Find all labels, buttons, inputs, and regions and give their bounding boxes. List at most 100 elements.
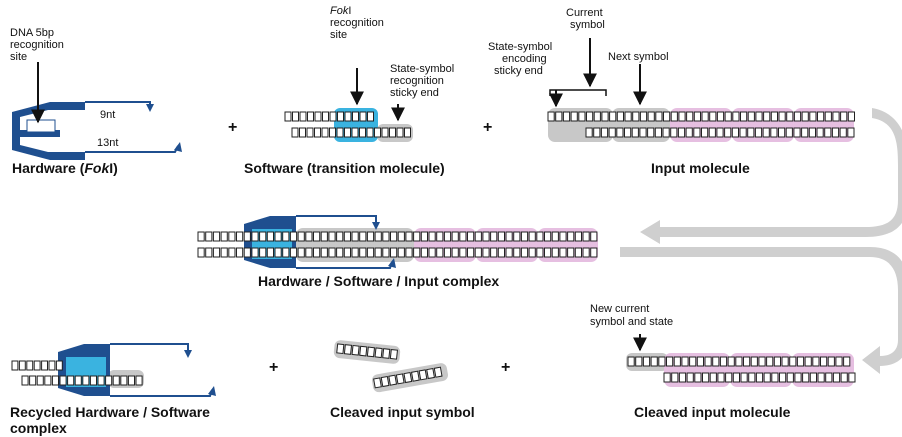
nucleotide-box — [59, 375, 67, 386]
nucleotide-box — [812, 356, 820, 367]
nucleotide-box — [624, 111, 632, 122]
nucleotide-box — [418, 369, 428, 381]
nucleotide-box — [351, 247, 359, 258]
process-flow-arrows — [620, 108, 902, 374]
plus-operator-3: + — [269, 359, 278, 376]
nucleotide-box — [731, 127, 739, 138]
nucleotide-box — [794, 372, 802, 383]
flow-arrow-lower — [620, 247, 902, 374]
nucleotide-box — [743, 356, 751, 367]
nucleotide-box — [490, 231, 498, 242]
nucleotide-box — [804, 356, 812, 367]
label-9nt: 9nt — [100, 109, 115, 121]
nucleotide-box — [673, 356, 681, 367]
nucleotide-box — [505, 247, 513, 258]
nucleotide-box — [686, 111, 694, 122]
nucleotide-box — [266, 247, 274, 258]
nucleotide-box — [848, 372, 856, 383]
nucleotide-box — [755, 111, 763, 122]
nucleotide-box — [251, 247, 259, 258]
nucleotide-box — [593, 127, 601, 138]
nucleotide-box — [809, 111, 817, 122]
nucleotide-box — [609, 111, 617, 122]
nucleotide-box — [725, 372, 733, 383]
nucleotide-box — [336, 127, 344, 138]
nucleotide-box — [832, 372, 841, 383]
nucleotide-box — [443, 231, 452, 242]
nucleotide-box — [817, 111, 825, 122]
cleaved-symbol-bottom-strand — [373, 366, 443, 389]
nucleotide-box — [413, 231, 421, 242]
nucleotide-box — [428, 231, 436, 242]
cleaved-symbol-caption: Cleaved input symbol — [330, 404, 475, 420]
nucleotide-box — [297, 247, 305, 258]
nucleotide-box — [616, 127, 624, 138]
nucleotide-box — [639, 127, 647, 138]
nucleotide-box — [639, 111, 648, 122]
nucleotide-box — [709, 372, 717, 383]
nucleotide-box — [343, 247, 351, 258]
nucleotide-box — [801, 127, 809, 138]
nucleotide-box — [702, 372, 710, 383]
plus-operator-4: + — [501, 359, 510, 376]
nucleotide-box — [824, 127, 832, 138]
nucleotide-box — [832, 111, 840, 122]
nucleotide-box — [758, 356, 766, 367]
nucleotide-box — [366, 247, 375, 258]
nucleotide-box — [351, 231, 359, 242]
nucleotide-box — [292, 111, 299, 122]
nucleotide-box — [701, 111, 709, 122]
nucleotide-box — [559, 231, 567, 242]
nucleotide-box — [482, 231, 490, 242]
input-caption: Input molecule — [651, 160, 750, 176]
nucleotide-box — [404, 127, 411, 138]
nucleotide-box — [847, 127, 855, 138]
nucleotide-box — [397, 231, 405, 242]
nucleotide-box — [284, 111, 292, 122]
nucleotide-box — [528, 247, 536, 258]
nucleotide-box — [647, 127, 655, 138]
cleaved-molecule-bottom-strand — [663, 372, 856, 383]
nucleotide-box — [321, 127, 329, 138]
nucleotide-box — [824, 111, 832, 122]
nucleotide-box — [555, 111, 563, 122]
nucleotide-box — [367, 111, 374, 122]
nucleotide-box — [773, 356, 781, 367]
nucleotide-box — [322, 111, 329, 122]
nucleotide-box — [632, 111, 640, 122]
nucleotide-box — [420, 231, 428, 242]
nucleotide-box — [724, 127, 732, 138]
nucleotide-box — [297, 231, 305, 242]
software-bottom-strand — [291, 127, 411, 138]
nucleotide-box — [771, 372, 779, 383]
nucleotide-box — [536, 231, 544, 242]
nucleotide-box — [658, 356, 666, 367]
nucleotide-box — [120, 375, 128, 386]
complex-caption: Hardware / Software / Input complex — [258, 273, 499, 289]
nucleotide-box — [36, 375, 44, 386]
nucleotide-box — [212, 247, 221, 258]
nucleotide-box — [320, 247, 328, 258]
nucleotide-box — [135, 375, 143, 386]
nucleotide-box — [89, 375, 98, 386]
nucleotide-box — [259, 231, 267, 242]
nucleotide-box — [796, 356, 805, 367]
nucleotide-box — [82, 375, 90, 386]
new-current-label: New current symbol and state — [590, 303, 673, 328]
nucleotide-box — [840, 372, 848, 383]
label-13nt: 13nt — [97, 137, 118, 149]
plus-operator-2: + — [483, 119, 492, 136]
nucleotide-box — [701, 127, 709, 138]
nucleotide-box — [520, 231, 529, 242]
nucleotide-box — [44, 375, 52, 386]
nucleotide-box — [735, 356, 743, 367]
nucleotide-box — [282, 247, 290, 258]
nucleotide-box — [314, 127, 321, 138]
nucleotide-box — [551, 231, 559, 242]
fokI-site-label: FokI recognition site — [330, 5, 387, 41]
nucleotide-box — [678, 111, 686, 122]
nucleotide-box — [396, 127, 404, 138]
nucleotide-box — [329, 127, 336, 138]
nucleotide-box — [467, 231, 475, 242]
